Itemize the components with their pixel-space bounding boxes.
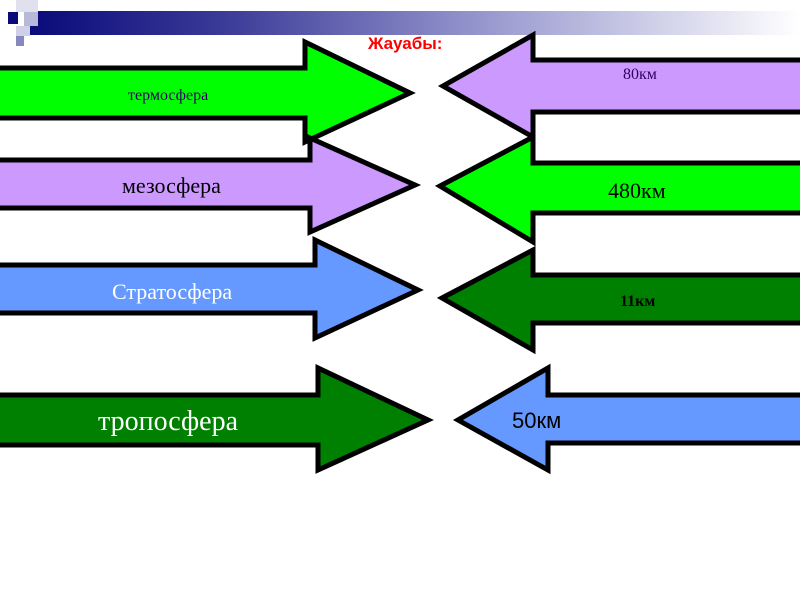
header-gradient-bar: [30, 11, 800, 35]
decor-square: [16, 26, 30, 36]
label-50km: 50км: [512, 408, 561, 433]
label-80km: 80км: [623, 66, 657, 83]
arrow-11km: [436, 245, 800, 355]
arrow-troposphere: [0, 364, 434, 474]
arrow-80km: [437, 30, 800, 142]
label-480km: 480км: [608, 178, 666, 203]
decor-square: [8, 12, 18, 24]
decor-square: [24, 12, 38, 26]
label-thermosphere: термосфера: [128, 87, 208, 104]
label-stratosphere: Стратосфера: [112, 279, 232, 304]
decor-square: [16, 36, 24, 46]
arrow-480km: [434, 132, 800, 247]
arrow-thermosphere: [0, 38, 416, 146]
label-troposphere: тропосфера: [98, 406, 239, 437]
decor-square: [16, 0, 38, 12]
label-mesosphere: мезосфера: [122, 173, 221, 198]
arrow-mesosphere: [0, 134, 422, 236]
slide-title: Жауабы:: [368, 34, 443, 53]
arrow-stratosphere: [0, 236, 424, 342]
label-11km: 11км: [620, 293, 655, 310]
arrow-50km: [452, 363, 800, 475]
